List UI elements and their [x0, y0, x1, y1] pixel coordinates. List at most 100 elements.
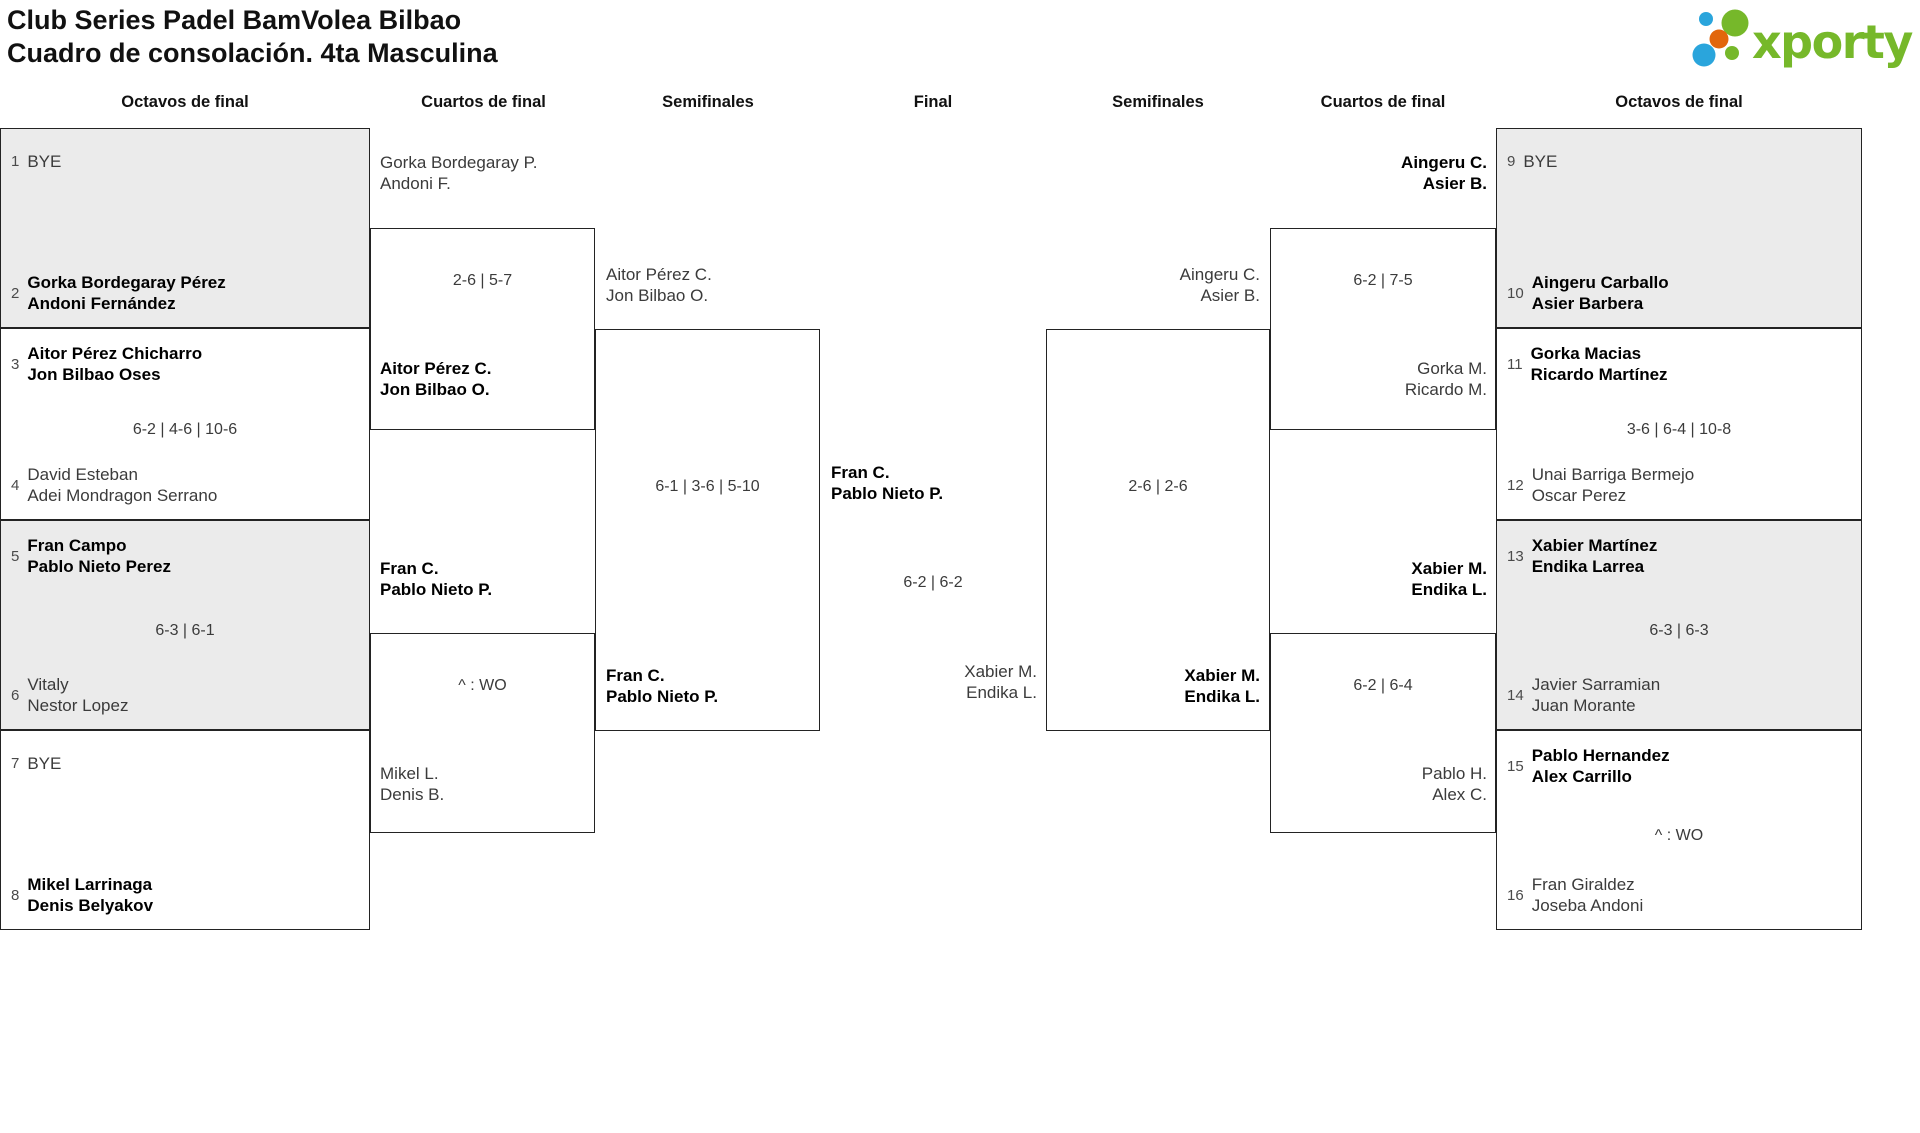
team-name-line: Asier B.	[1200, 286, 1260, 305]
team-name-line: David Esteban	[27, 465, 138, 484]
seed-number: 7	[11, 755, 20, 772]
match-box-cuartos-right-2: 6-2 | 6-4	[1270, 633, 1496, 833]
team-name-line: Pablo Nieto P.	[380, 580, 493, 599]
team-label: Xabier M. Endika L.	[1270, 558, 1487, 600]
match-score: 2-6 | 2-6	[1128, 478, 1188, 495]
round-header-semis-left: Semifinales	[662, 93, 754, 111]
team-names: BYE	[27, 753, 61, 774]
team-name-line: Unai Barriga Bermejo	[1531, 465, 1695, 484]
team-names: Mikel Larrinaga Denis Belyakov	[27, 874, 153, 916]
team-name-line: Andoni Fernández	[27, 294, 176, 313]
team-label: Fran C. Pablo Nieto P.	[380, 558, 492, 600]
seed-number: 3	[11, 355, 20, 373]
team-name-line: Aingeru C.	[1179, 265, 1260, 284]
team-name-line: Ricardo Martínez	[1530, 365, 1668, 384]
team-slot: 4 David Esteban Adei Mondragon Serrano	[11, 464, 361, 506]
team-names: Fran Campo Pablo Nieto Perez	[27, 535, 171, 577]
team-name-line: Fran C.	[380, 559, 439, 578]
logo-dot-blue-small	[1699, 12, 1713, 26]
team-name-line: Jon Bilbao O.	[380, 380, 490, 399]
team-name-line: Aitor Pérez C.	[606, 265, 712, 284]
match-score: 6-1 | 3-6 | 5-10	[655, 478, 760, 495]
team-name-line: Alex C.	[1432, 785, 1487, 804]
seed-number: 14	[1507, 686, 1524, 704]
match-box-octavos-left-3: 5 Fran Campo Pablo Nieto Perez 6-3 | 6-1…	[0, 520, 370, 730]
team-label: Gorka M. Ricardo M.	[1270, 358, 1487, 400]
round-header-semis-right: Semifinales	[1112, 93, 1204, 111]
team-name-line: Endika L.	[966, 683, 1037, 702]
seed-number: 12	[1507, 476, 1524, 494]
match-box-octavos-left-2: 3 Aitor Pérez Chicharro Jon Bilbao Oses …	[0, 328, 370, 520]
match-box-octavos-right-2: 11 Gorka Macias Ricardo Martínez 3-6 | 6…	[1496, 328, 1862, 520]
team-name-line: Aingeru C.	[1401, 153, 1487, 172]
team-names: Xabier Martínez Endika Larrea	[1532, 535, 1658, 577]
team-name-line: Mikel Larrinaga	[27, 875, 153, 894]
team-label: Gorka Bordegaray P. Andoni F.	[380, 152, 538, 194]
team-name-line: Pablo H.	[1421, 764, 1487, 783]
match-score: 6-3 | 6-1	[155, 622, 215, 639]
match-score: ^ : WO	[458, 677, 507, 694]
xporty-logo: xporty	[1692, 9, 1915, 69]
team-slot: 2 Gorka Bordegaray Pérez Andoni Fernánde…	[11, 272, 361, 314]
team-name-line: Xabier M.	[1411, 559, 1487, 578]
team-names: Vitaly Nestor Lopez	[27, 674, 128, 716]
team-name-line: Pablo Hernandez	[1531, 746, 1670, 765]
logo-dot-orange	[1709, 29, 1729, 49]
match-box-octavos-right-4: 15 Pablo Hernandez Alex Carrillo ^ : WO …	[1496, 730, 1862, 930]
match-box-semifinal-right: 2-6 | 2-6	[1046, 329, 1270, 731]
match-score: 6-2 | 4-6 | 10-6	[132, 421, 238, 438]
team-name-line: Jon Bilbao O.	[606, 286, 709, 305]
match-box-octavos-right-3: 13 Xabier Martínez Endika Larrea 6-3 | 6…	[1496, 520, 1862, 730]
team-name-line: Pablo Nieto Perez	[27, 557, 171, 576]
team-name-line: Nestor Lopez	[27, 696, 129, 715]
team-slot: 5 Fran Campo Pablo Nieto Perez	[11, 535, 361, 577]
team-slot: 14 Javier Sarramian Juan Morante	[1507, 674, 1853, 716]
team-name-line: Joseba Andoni	[1531, 896, 1644, 915]
team-names: Gorka Macias Ricardo Martínez	[1531, 343, 1668, 385]
team-slot: 1 BYE	[11, 151, 361, 172]
match-box-octavos-left-1: 1 BYE 2 Gorka Bordegaray Pérez Andoni Fe…	[0, 128, 370, 328]
team-names: BYE	[27, 151, 61, 172]
team-slot: 15 Pablo Hernandez Alex Carrillo	[1507, 745, 1853, 787]
team-names: Gorka Bordegaray Pérez Andoni Fernández	[27, 272, 225, 314]
team-slot: 10 Aingeru Carballo Asier Barbera	[1507, 272, 1853, 314]
logo-dot-green-large	[1721, 9, 1749, 37]
team-label: Pablo H. Alex C.	[1270, 763, 1487, 805]
team-slot: 6 Vitaly Nestor Lopez	[11, 674, 361, 716]
seed-number: 6	[11, 686, 20, 704]
round-header-octavos-right: Octavos de final	[1615, 93, 1743, 111]
team-names: BYE	[1523, 151, 1557, 172]
round-header-cuartos-right: Cuartos de final	[1320, 93, 1446, 111]
seed-number: 9	[1507, 153, 1516, 170]
match-box-octavos-right-1: 9 BYE 10 Aingeru Carballo Asier Barbera	[1496, 128, 1862, 328]
team-label: Mikel L. Denis B.	[380, 763, 444, 805]
team-name-line: Aingeru Carballo	[1531, 273, 1669, 292]
team-name-line: Asier B.	[1422, 174, 1487, 193]
seed-number: 8	[11, 886, 20, 904]
team-label: Fran C. Pablo Nieto P.	[606, 665, 718, 707]
team-name-line: Gorka Bordegaray Pérez	[27, 273, 226, 292]
team-name-line: Xabier Martínez	[1531, 536, 1658, 555]
team-name-line: Gorka Bordegaray P.	[380, 153, 538, 172]
team-name-line: Oscar Perez	[1531, 486, 1627, 505]
team-name-line: BYE	[27, 754, 62, 773]
team-name-line: Fran Campo	[27, 536, 127, 555]
team-label-final-winner: Fran C. Pablo Nieto P.	[831, 462, 943, 504]
page-title-line1: Club Series Padel BamVolea Bilbao	[7, 5, 462, 35]
team-slot: 7 BYE	[11, 753, 361, 774]
team-names: Javier Sarramian Juan Morante	[1532, 674, 1661, 716]
team-slot: 9 BYE	[1507, 151, 1853, 172]
team-name-line: Aitor Pérez Chicharro	[27, 344, 203, 363]
team-name-line: Gorka M.	[1417, 359, 1487, 378]
match-box-cuartos-left-1: 2-6 | 5-7	[370, 228, 595, 430]
round-header-octavos-left: Octavos de final	[121, 93, 249, 111]
seed-number: 15	[1507, 757, 1524, 775]
team-name-line: Adei Mondragon Serrano	[27, 486, 218, 505]
seed-number: 11	[1507, 355, 1523, 373]
seed-number: 16	[1507, 886, 1524, 904]
team-name-line: Fran C.	[831, 463, 890, 482]
match-box-cuartos-left-2: ^ : WO	[370, 633, 595, 833]
match-score: ^ : WO	[1654, 827, 1704, 844]
team-name-line: BYE	[27, 152, 62, 171]
team-name-line: Javier Sarramian	[1531, 675, 1661, 694]
